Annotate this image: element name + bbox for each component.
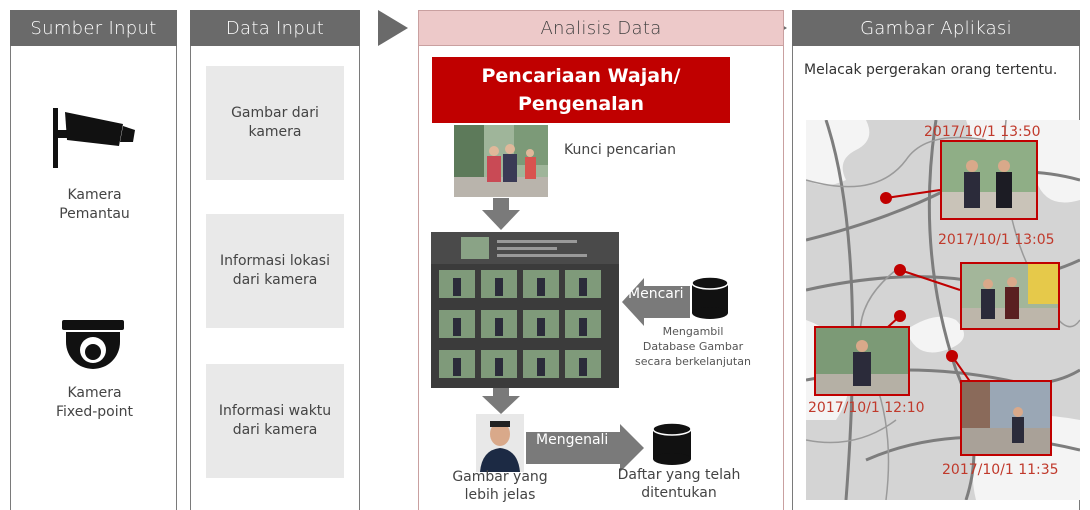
- source-label-surveillance: Kamera Pemantau: [11, 186, 178, 224]
- tracking-thumbnail-image: [942, 142, 1036, 218]
- surveillance-camera-icon: [53, 108, 135, 168]
- data-box-location: Informasi lokasi dari kamera: [206, 214, 344, 328]
- app-column: Gambar Aplikasi Melacak pergerakan orang…: [792, 10, 1080, 510]
- tracking-thumbnail-image: [962, 382, 1050, 454]
- data-box-line: dari kamera: [232, 272, 318, 288]
- clear-image-caption-line: Gambar yang: [452, 469, 548, 485]
- data-box-line: dari kamera: [232, 422, 318, 438]
- app-description: Melacak pergerakan orang tertentu.: [804, 62, 1058, 78]
- database-caption: Mengambil Database Gambar secara berkela…: [628, 324, 758, 369]
- analysis-column: Analisis Data Pencariaan Wajah/Pengenala…: [418, 10, 784, 510]
- tracking-thumbnail-image: [962, 264, 1058, 328]
- app-column-header: Gambar Aplikasi: [792, 10, 1080, 46]
- tracking-thumbnail: [960, 262, 1060, 330]
- recognize-right-arrow-icon: [526, 424, 644, 472]
- down-arrow-icon: [482, 198, 520, 230]
- timestamp-label: 2017/10/1 11:35: [942, 462, 1059, 478]
- source-label-line: Kamera: [67, 385, 122, 401]
- tracking-thumbnail: [814, 326, 910, 396]
- data-box-line: kamera: [248, 124, 302, 140]
- predefined-list-caption-line: Daftar yang telah: [617, 467, 741, 483]
- dome-camera-icon: [62, 320, 124, 369]
- data-box-time: Informasi waktu dari kamera: [206, 364, 344, 478]
- source-label-line: Fixed-point: [55, 404, 134, 420]
- clear-image-caption: Gambar yang lebih jelas: [440, 468, 560, 504]
- source-column-header: Sumber Input: [10, 10, 177, 46]
- recognize-arrow-label: Mengenali: [536, 432, 609, 448]
- search-results-panel: [431, 232, 619, 388]
- tracking-thumbnail: [940, 140, 1038, 220]
- tracking-thumbnail: [960, 380, 1052, 456]
- source-label-line: Kamera: [67, 187, 122, 203]
- banner-line: Pencariaan Wajah/: [481, 65, 681, 87]
- banner-line: Pengenalan: [517, 93, 645, 115]
- data-box-line: Gambar dari: [231, 105, 319, 121]
- timestamp-label: 2017/10/1 13:50: [924, 124, 1041, 140]
- flow-arrow-right-icon: [378, 10, 408, 46]
- timestamp-label: 2017/10/1 13:05: [938, 232, 1055, 248]
- data-box-line: Informasi waktu: [218, 403, 332, 419]
- timestamp-label: 2017/10/1 12:10: [808, 400, 925, 416]
- face-search-banner: Pencariaan Wajah/Pengenalan: [432, 57, 730, 123]
- down-arrow-icon: [482, 388, 520, 414]
- source-column: Sumber Input Kamera Pemantau Kamera Fixe…: [10, 10, 177, 510]
- clear-image-caption-line: lebih jelas: [464, 487, 536, 503]
- search-key-label: Kunci pencarian: [564, 142, 677, 158]
- search-key-photo: [454, 125, 548, 197]
- search-left-arrow-icon: [622, 278, 690, 326]
- database-caption-line: Mengambil: [662, 325, 724, 338]
- search-arrow-label: Mencari: [628, 286, 684, 302]
- analysis-column-header: Analisis Data: [418, 10, 784, 46]
- database-icon: [691, 276, 729, 319]
- analysis-column-body: [418, 46, 784, 510]
- data-box-image: Gambar dari kamera: [206, 66, 344, 180]
- predefined-list-caption-line: ditentukan: [641, 485, 717, 501]
- data-box-line: Informasi lokasi: [220, 253, 330, 269]
- database-caption-line: secara berkelanjutan: [635, 355, 751, 368]
- source-label-fixed: Kamera Fixed-point: [11, 384, 178, 422]
- data-input-column: Data Input Gambar dari kamera Informasi l…: [190, 10, 360, 510]
- source-label-line: Pemantau: [59, 206, 130, 222]
- database-icon: [652, 422, 692, 465]
- predefined-list-caption: Daftar yang telah ditentukan: [604, 466, 754, 502]
- tracking-thumbnail-image: [816, 328, 908, 394]
- clear-face-photo: [476, 414, 524, 472]
- data-input-column-body: Gambar dari kamera Informasi lokasi dari k…: [190, 46, 360, 510]
- data-input-column-header: Data Input: [190, 10, 360, 46]
- source-column-body: Kamera Pemantau Kamera Fixed-point: [10, 46, 177, 510]
- database-caption-line: Database Gambar: [642, 340, 744, 353]
